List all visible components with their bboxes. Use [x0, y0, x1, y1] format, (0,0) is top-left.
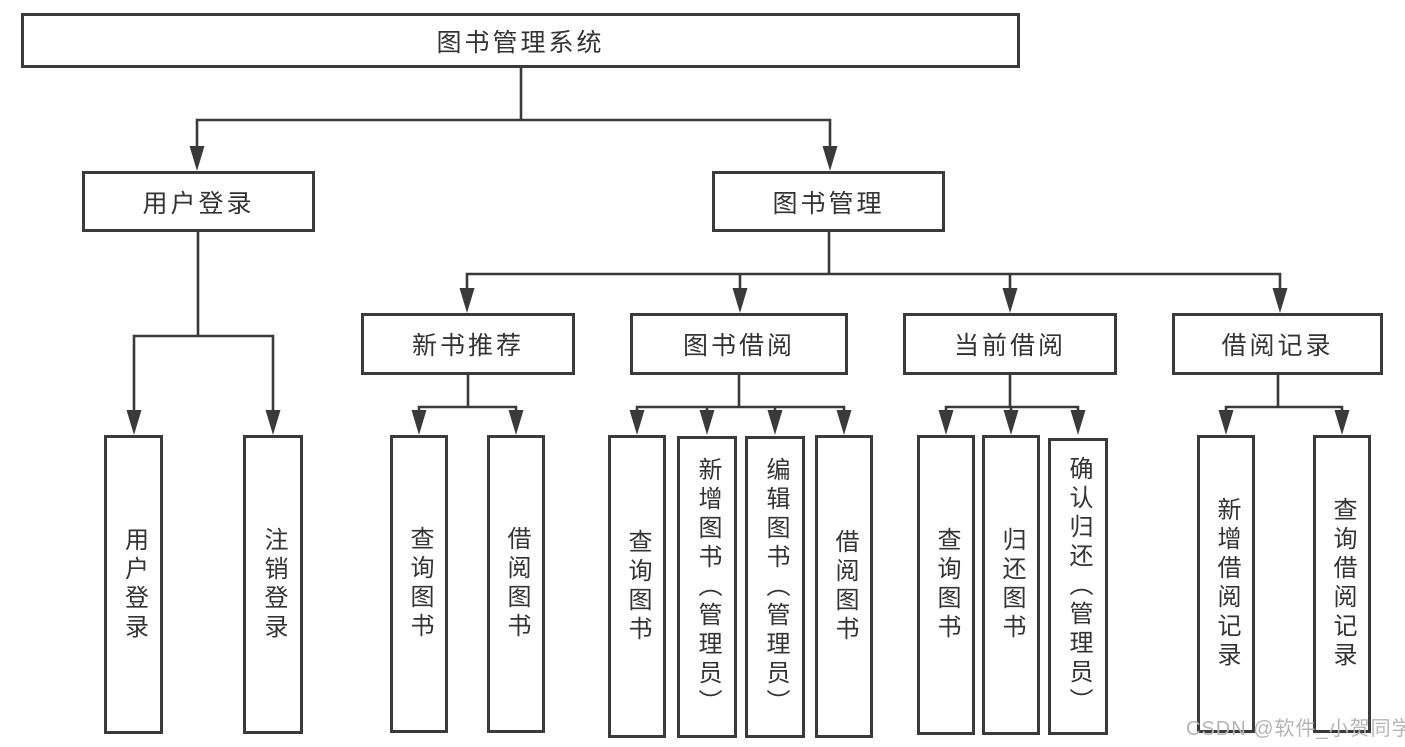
node-new-book-recommend: 新书推荐 [361, 313, 575, 375]
leaf-borrow-books-1: 借阅图书 [487, 435, 545, 733]
leaf-user-login: 用户登录 [104, 435, 163, 734]
leaf-logout: 注销登录 [243, 435, 303, 734]
node-root-library-management-system: 图书管理系统 [21, 13, 1020, 68]
arrowheads [126, 146, 1350, 435]
node-current-borrow: 当前借阅 [903, 313, 1117, 375]
node-user-login-group: 用户登录 [82, 171, 315, 232]
leaf-query-books-1: 查询图书 [390, 435, 448, 733]
leaf-add-borrow-record: 新增借阅记录 [1197, 435, 1255, 733]
leaf-query-borrow-record: 查询借阅记录 [1313, 435, 1371, 733]
leaf-add-books-admin: 新增图书（管理员） [677, 436, 737, 738]
edge-borrow-rail [635, 405, 846, 414]
node-borrow-record: 借阅记录 [1172, 313, 1383, 375]
node-book-borrow: 图书借阅 [630, 313, 848, 375]
edge-userlogin-rail [132, 334, 275, 414]
edge-root-rail [195, 118, 832, 152]
leaf-confirm-return-admin: 确认归还（管理员） [1048, 438, 1108, 735]
csdn-watermark: CSDN @软件_小贺同学 [1186, 718, 1405, 740]
leaf-query-books-3: 查询图书 [917, 435, 975, 735]
node-book-management-group: 图书管理 [712, 171, 945, 232]
leaf-edit-books-admin: 编辑图书（管理员） [745, 436, 805, 738]
edge-newbook-rail [417, 405, 518, 414]
edge-bookmgmt-rail [465, 272, 1282, 292]
leaf-return-books: 归还图书 [982, 435, 1040, 735]
leaf-query-books-2: 查询图书 [608, 435, 666, 738]
edge-record-rail [1224, 405, 1344, 414]
leaf-borrow-books-2: 借阅图书 [815, 435, 873, 738]
